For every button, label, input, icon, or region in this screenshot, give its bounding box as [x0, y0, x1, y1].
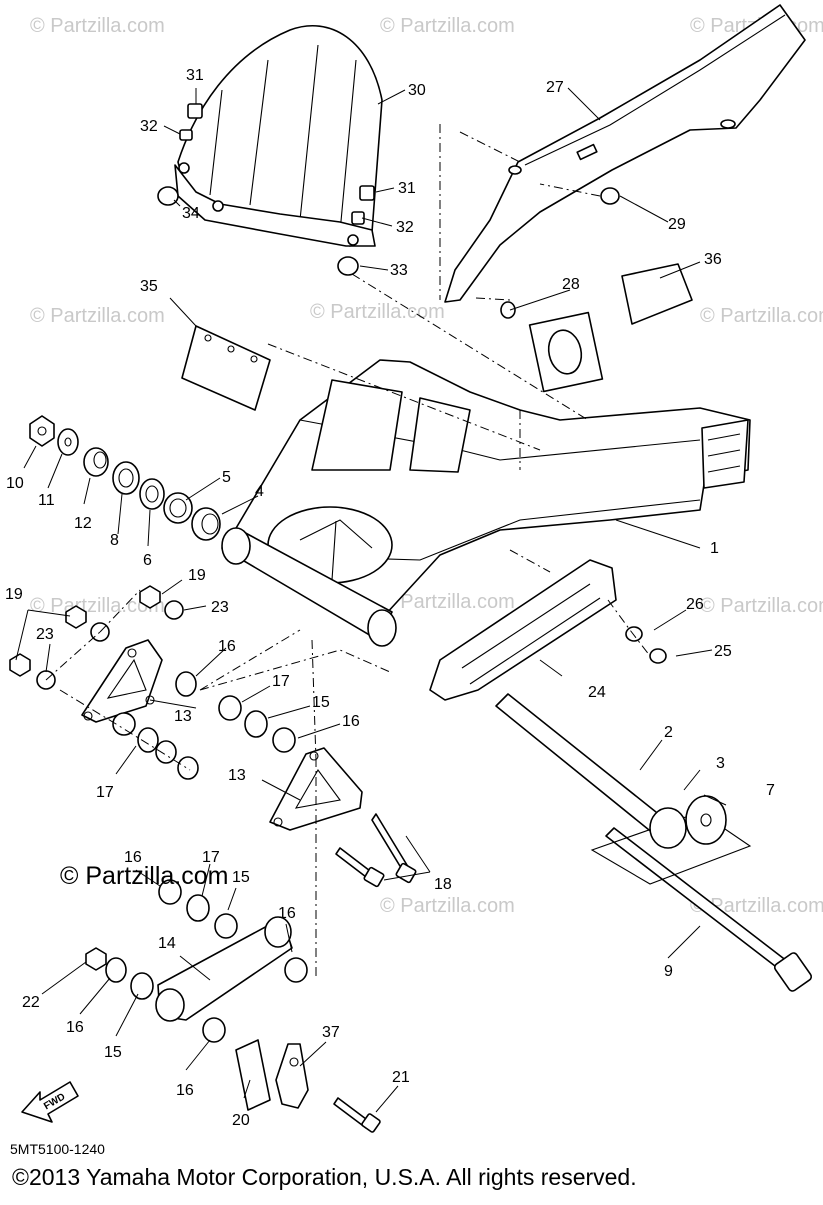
- callout: 2: [664, 724, 673, 741]
- callout-labels: 1 2 3 4 5 6 7 8 9 10 11 12 13 13 14 15 1…: [5, 67, 775, 1129]
- svg-text:© Partzilla.com: © Partzilla.com: [700, 595, 823, 617]
- callout: 13: [228, 767, 246, 784]
- watermark-text: © Partzilla.com: [60, 862, 229, 890]
- bolts-18: [335, 813, 417, 888]
- callout: 8: [110, 532, 119, 549]
- callout: 24: [588, 684, 606, 701]
- callout: 35: [140, 278, 158, 295]
- caution-label: [621, 263, 693, 325]
- callout: 13: [174, 708, 192, 725]
- callout: 3: [716, 755, 725, 772]
- callout: 30: [408, 82, 426, 99]
- bearing-3: [649, 807, 687, 849]
- callout: 26: [686, 596, 704, 613]
- rear-fender: [174, 25, 383, 247]
- callout: 36: [704, 251, 722, 268]
- relay-arm-right: [269, 747, 363, 831]
- svg-text:© Partzilla.com: © Partzilla.com: [700, 305, 823, 327]
- callout: 21: [392, 1069, 410, 1086]
- callout: 9: [664, 963, 673, 980]
- callout: 20: [232, 1112, 250, 1129]
- small-parts: [9, 103, 667, 1043]
- callout: 29: [668, 216, 686, 233]
- callout: 6: [143, 552, 152, 569]
- callout: 17: [202, 849, 220, 866]
- callout: 23: [36, 626, 54, 643]
- callout: 16: [218, 638, 236, 655]
- connecting-rod: [155, 916, 293, 1022]
- callout: 10: [6, 475, 24, 492]
- leader-lines: [15, 87, 727, 1113]
- fwd-arrow-icon: FWD: [21, 1081, 79, 1123]
- callout: 18: [434, 876, 452, 893]
- svg-text:© Partzilla.com: © Partzilla.com: [30, 15, 165, 37]
- callout: 7: [766, 782, 775, 799]
- callout: 15: [104, 1044, 122, 1061]
- copyright-notice: ©2013 Yamaha Motor Corporation, U.S.A. A…: [12, 1164, 637, 1190]
- callout: 23: [211, 599, 229, 616]
- callout: 16: [176, 1082, 194, 1099]
- callout: 19: [188, 567, 206, 584]
- callout: 22: [22, 994, 40, 1011]
- svg-text:© Partzilla.com: © Partzilla.com: [380, 15, 515, 37]
- callout: 17: [272, 673, 290, 690]
- callout: 27: [546, 79, 564, 96]
- watermark-layer: © Partzilla.com © Partzilla.com © Partzi…: [30, 15, 823, 917]
- chain-slider: [429, 559, 617, 701]
- pivot-bolt: [605, 827, 813, 992]
- callout: 4: [255, 483, 264, 500]
- callout: 1: [710, 540, 719, 557]
- callout: 34: [182, 205, 200, 222]
- callout: 16: [342, 713, 360, 730]
- svg-text:© Partzilla.com: © Partzilla.com: [30, 595, 165, 617]
- callout: 16: [124, 849, 142, 866]
- svg-text:© Partzilla.com: © Partzilla.com: [30, 305, 165, 327]
- collar-7: [685, 795, 727, 845]
- callout: 12: [74, 515, 92, 532]
- swingarm: [221, 311, 751, 647]
- callout: 37: [322, 1024, 340, 1041]
- callout: 28: [562, 276, 580, 293]
- reflector-plate: [181, 325, 271, 411]
- svg-text:© Partzilla.com: © Partzilla.com: [310, 301, 445, 323]
- callout: 11: [38, 492, 55, 509]
- callout: 15: [232, 869, 250, 886]
- callout: 31: [398, 180, 416, 197]
- callout: 16: [278, 905, 296, 922]
- callout: 33: [390, 262, 408, 279]
- assembly-lines: [45, 124, 651, 976]
- callout: 14: [158, 935, 176, 952]
- diagram-code: 5MT5100-1240: [10, 1141, 105, 1157]
- callout: 15: [312, 694, 330, 711]
- callout: 31: [186, 67, 204, 84]
- callout: 17: [96, 784, 114, 801]
- bolt-21: [333, 1097, 381, 1133]
- collar-20: [235, 1039, 271, 1111]
- callout: 25: [714, 643, 732, 660]
- bracket-37: [275, 1043, 309, 1109]
- svg-text:© Partzilla.com: © Partzilla.com: [380, 895, 515, 917]
- callout: 5: [222, 469, 231, 486]
- chain-guard: [444, 4, 806, 303]
- callout: 19: [5, 586, 23, 603]
- callout: 32: [140, 118, 158, 135]
- callout: 32: [396, 219, 414, 236]
- relay-arm-left: [81, 639, 163, 723]
- pivot-shaft: [495, 693, 668, 837]
- svg-text:© Partzilla.com: © Partzilla.com: [380, 591, 515, 613]
- callout: 16: [66, 1019, 84, 1036]
